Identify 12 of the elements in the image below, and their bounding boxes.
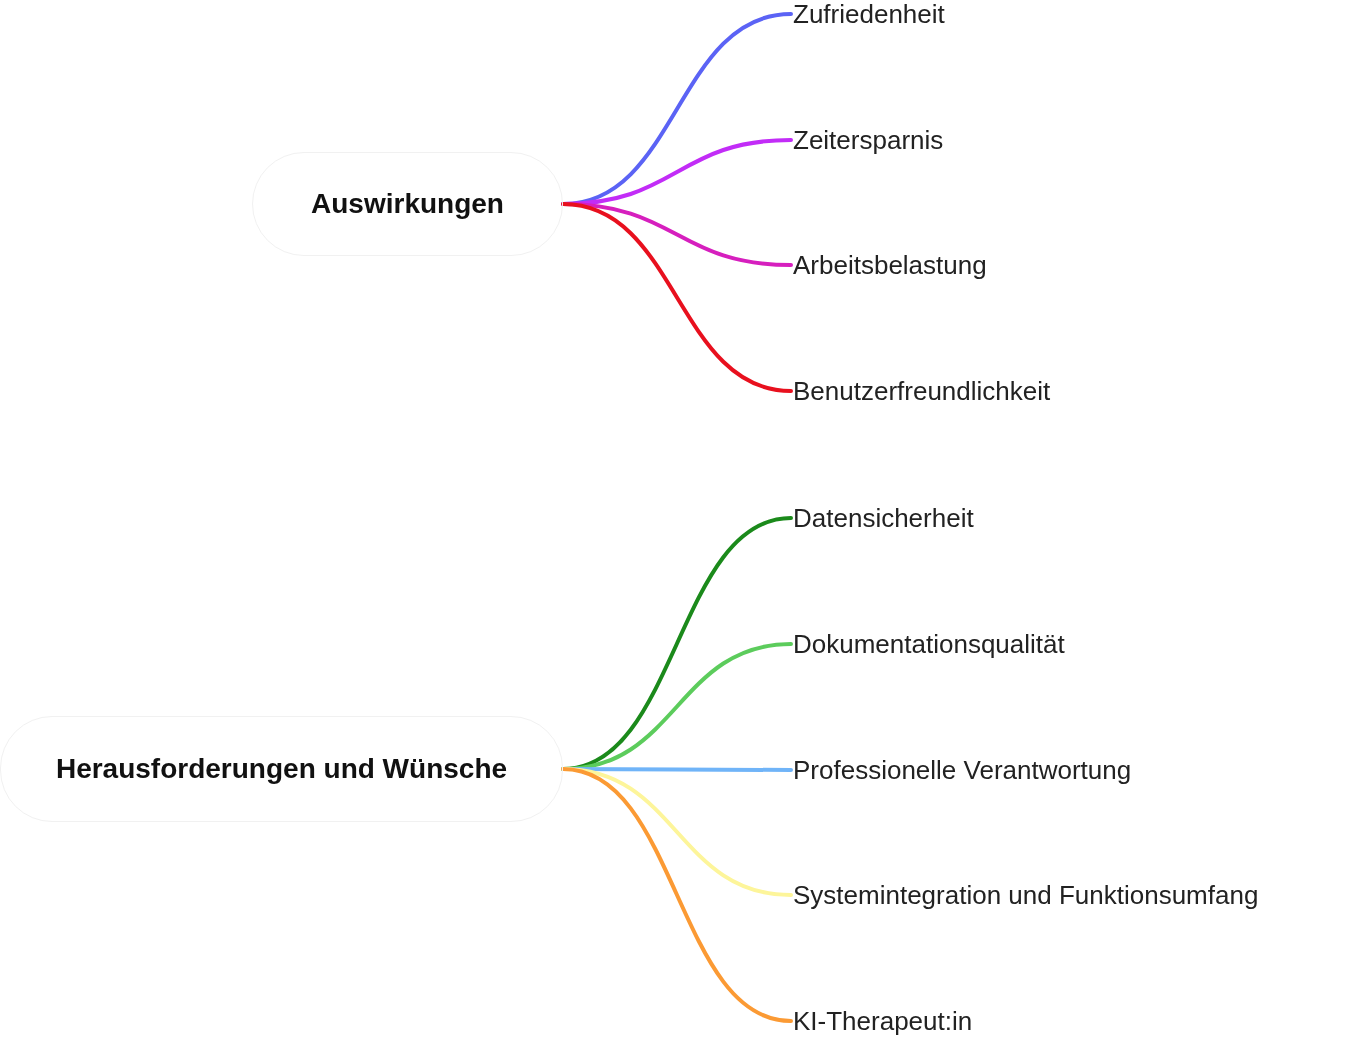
subtopic-label: Systemintegration und Funktionsumfang	[793, 880, 1259, 910]
subtopic-label: KI-Therapeut:in	[793, 1006, 973, 1036]
subtopic-label: Arbeitsbelastung	[793, 250, 987, 280]
subtopic-label: Datensicherheit	[793, 503, 974, 533]
topic-box: Herausforderungen und Wünsche	[0, 716, 563, 822]
subtopic-label: Benutzerfreundlichkeit	[793, 376, 1051, 406]
subtopic-label: Zeitersparnis	[793, 125, 944, 155]
branch-connector	[561, 202, 793, 393]
branch-connector	[561, 767, 793, 1023]
subtopic-label: Professionelle Verantwortung	[793, 755, 1132, 785]
subtopic-label: Dokumentationsqualität	[793, 629, 1065, 659]
subtopic-label: Zufriedenheit	[793, 0, 945, 29]
